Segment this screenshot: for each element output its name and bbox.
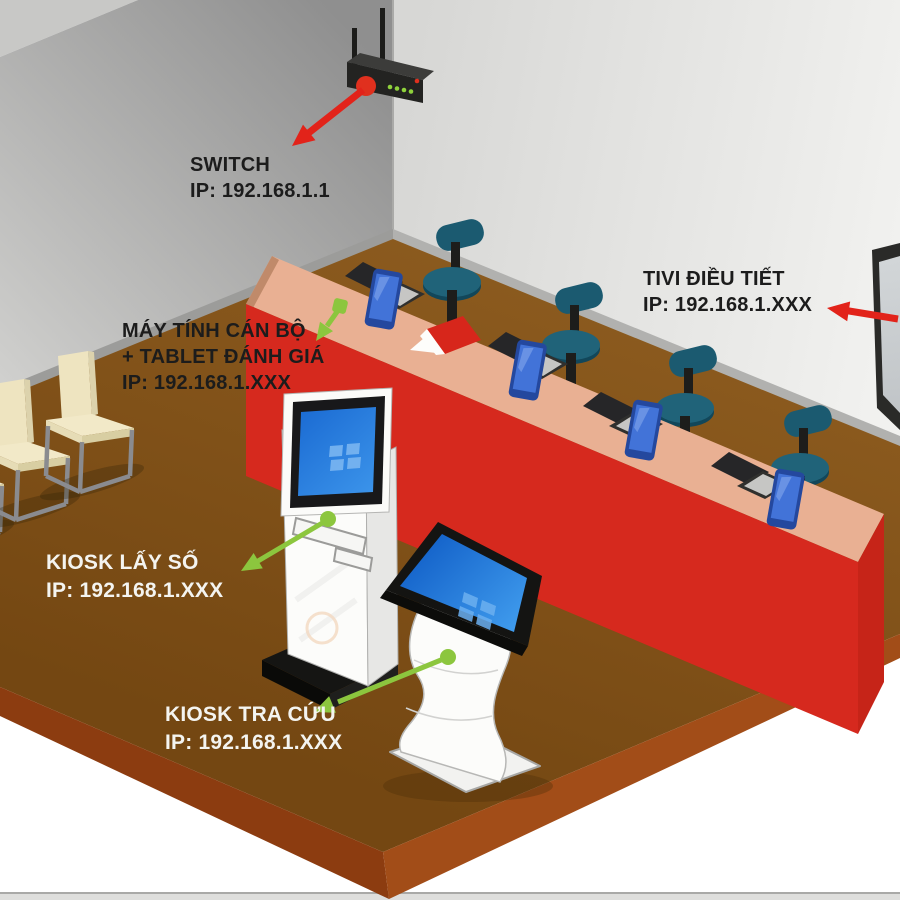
tv-label-title: TIVI ĐIỀU TIẾT xyxy=(643,268,785,290)
wall-tv xyxy=(872,243,900,430)
lookup-kiosk-label-title: KIOSK TRA CỨU xyxy=(165,703,336,726)
tv-label-ip: IP: 192.168.1.XXX xyxy=(643,294,813,316)
tv-arrow xyxy=(827,301,899,323)
windows-logo-icon xyxy=(329,443,361,471)
right-baseboard xyxy=(393,229,900,449)
tv-screen xyxy=(879,256,900,413)
annotation-arrows xyxy=(241,87,899,713)
red-folder xyxy=(410,316,481,355)
workstations xyxy=(345,262,805,530)
ticket-kiosk xyxy=(262,387,399,710)
switch-label-ip: IP: 192.168.1.1 xyxy=(190,180,330,202)
tablet-arrow xyxy=(316,298,348,341)
floor-edge-right xyxy=(383,634,900,899)
router-top xyxy=(347,53,434,80)
lookup-kiosk-arrow xyxy=(314,649,456,713)
lookup-kiosk-label: KIOSK TRA CỨU IP: 192.168.1.XXX xyxy=(165,701,342,757)
officer-pc-label-line1: MÁY TÍNH CÁN BỘ xyxy=(122,320,306,342)
lookup-kiosk xyxy=(380,522,553,802)
switch-label: SWITCH IP: 192.168.1.1 xyxy=(190,152,330,204)
bottom-strip xyxy=(0,892,900,900)
counter-top xyxy=(246,256,884,562)
evaluation-tablet xyxy=(508,339,547,401)
router-antenna xyxy=(380,8,385,66)
ticket-kiosk-label-title: KIOSK LẤY SỐ xyxy=(46,551,199,574)
ticket-kiosk-label: KIOSK LẤY SỐ IP: 192.168.1.XXX xyxy=(46,549,223,605)
wifi-router xyxy=(347,8,434,103)
router-leds xyxy=(387,78,420,94)
kiosk-pedestal xyxy=(398,595,512,783)
evaluation-tablet xyxy=(364,268,403,330)
windows-logo-icon xyxy=(458,592,496,630)
officer-pc-label: MÁY TÍNH CÁN BỘ + TABLET ĐÁNH GIÁ IP: 19… xyxy=(122,318,324,396)
stool xyxy=(423,219,484,322)
kiosk-base-left xyxy=(262,660,330,710)
officer-pc-label-line2: + TABLET ĐÁNH GIÁ xyxy=(122,346,325,368)
kiosk-watermark-logo xyxy=(305,611,339,645)
floor-edge-left xyxy=(0,687,389,899)
counter-top-left-edge xyxy=(246,256,279,308)
ticket-kiosk-arrow xyxy=(241,511,336,571)
counter-front xyxy=(246,304,858,734)
printer-slot-small xyxy=(332,546,374,573)
officer-pc-label-ip: IP: 192.168.1.XXX xyxy=(122,372,292,394)
right-wall xyxy=(393,0,900,443)
service-counter xyxy=(246,256,884,734)
waiting-chair xyxy=(40,351,144,501)
ticket-kiosk-label-ip: IP: 192.168.1.XXX xyxy=(46,579,224,602)
evaluation-tablet xyxy=(766,468,805,530)
waiting-chairs xyxy=(0,351,144,557)
waiting-chair xyxy=(0,482,14,557)
switch-arrow xyxy=(292,87,366,146)
evaluation-tablet xyxy=(624,399,663,461)
stool xyxy=(542,282,603,385)
kiosk-pedestal-seam xyxy=(405,659,499,721)
left-wall xyxy=(0,0,393,398)
tv-label: TIVI ĐIỀU TIẾT IP: 192.168.1.XXX xyxy=(643,266,812,318)
router-front xyxy=(347,62,423,103)
switch-label-title: SWITCH xyxy=(190,154,271,176)
counter-right-end xyxy=(858,514,884,734)
lookup-kiosk-label-ip: IP: 192.168.1.XXX xyxy=(165,731,343,754)
waiting-chair xyxy=(0,379,80,529)
touchscreen-underside xyxy=(380,590,528,656)
router-antenna xyxy=(352,28,357,68)
